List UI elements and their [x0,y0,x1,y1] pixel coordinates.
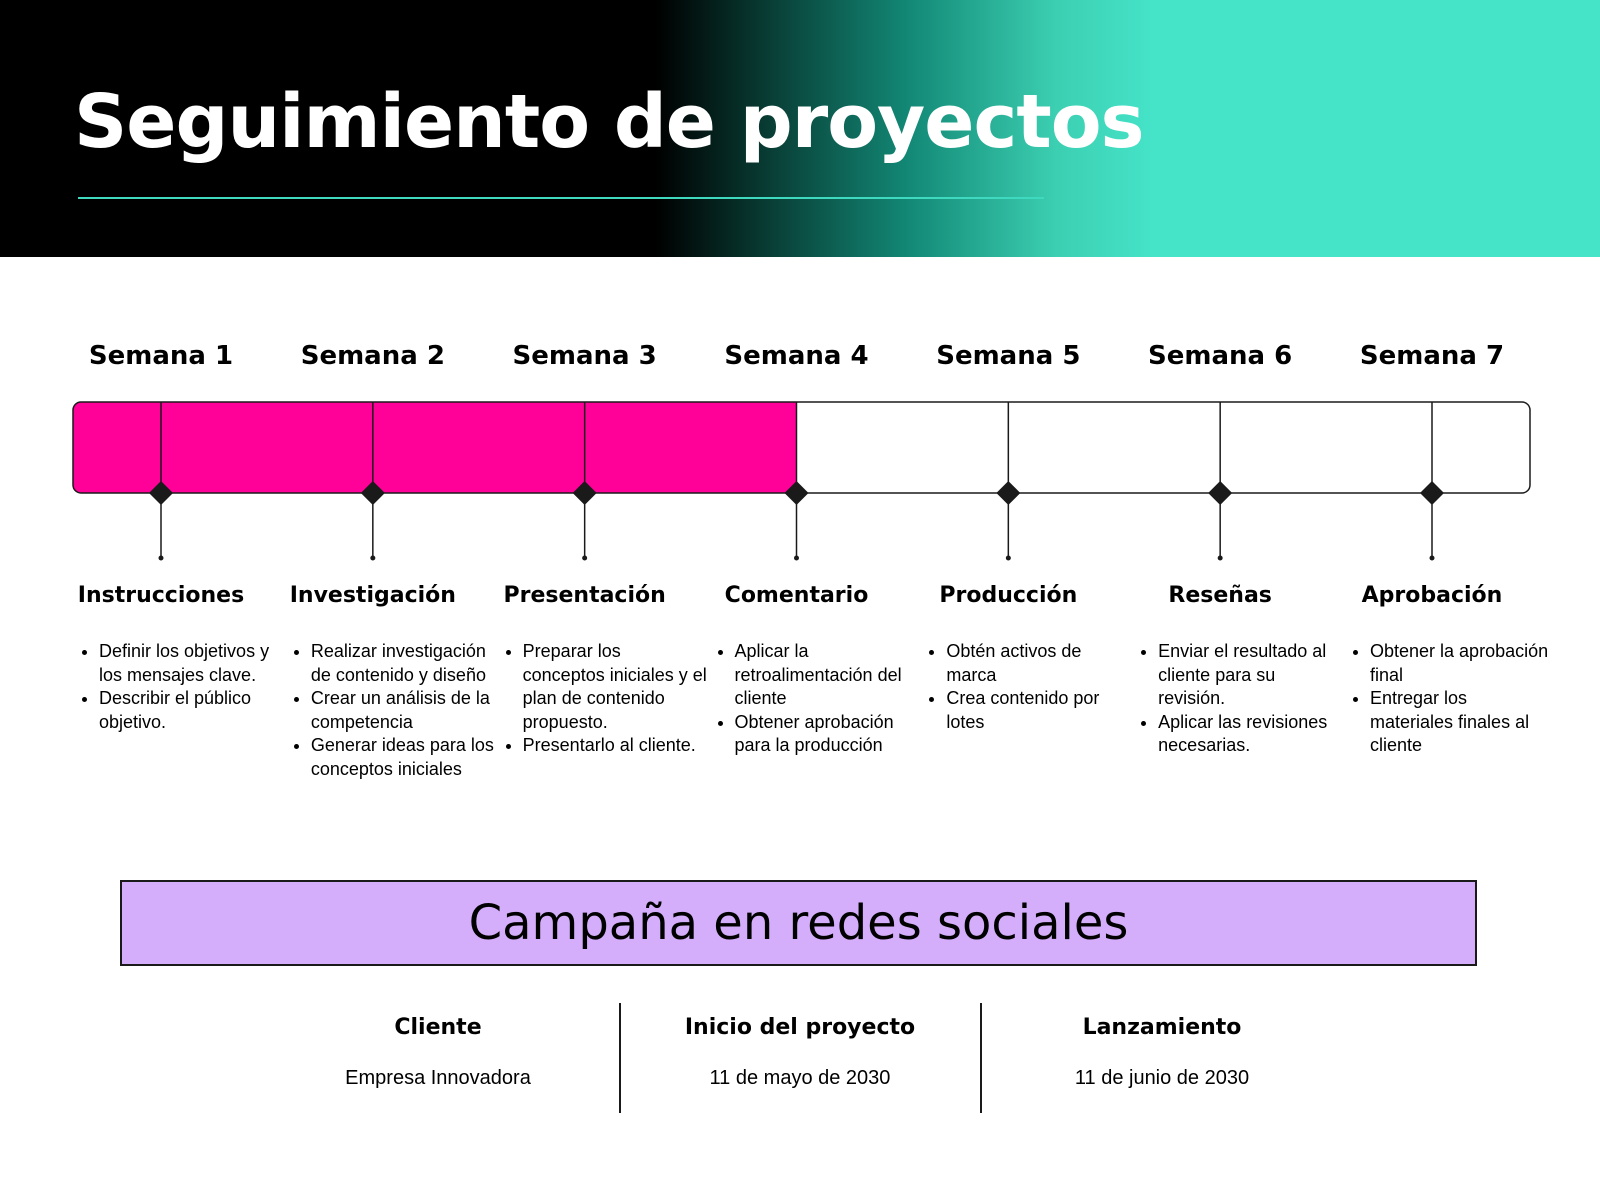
milestone-diamond [360,481,385,505]
phase-title: Instrucciones [77,583,245,608]
milestone-stem-end [582,555,588,561]
phase-title: Investigación [289,583,456,608]
info-project-start-value: 11 de mayo de 2030 [709,1067,891,1089]
phase-task-item: Describir el público objetivo. [99,687,284,734]
phase-title: Aprobación [1361,583,1503,608]
phase-task-item: Enviar el resultado al cliente para su r… [1158,640,1343,711]
page-title: Seguimiento de proyectos [74,79,1145,165]
milestone-stem-end [370,555,376,561]
phase-title: Presentación [503,583,666,608]
milestone-stem-end [1429,555,1435,561]
info-launch: Lanzamiento 11 de junio de 2030 [992,1010,1332,1092]
info-client: Cliente Empresa Innovadora [268,1010,608,1092]
milestone-stem-end [1217,555,1223,561]
campaign-banner: Campaña en redes sociales [120,880,1477,966]
phase-task-list: Definir los objetivos y los mensajes cla… [77,640,284,734]
week-label: Semana 6 [1148,341,1293,371]
phase-task-item: Obtén activos de marca [946,640,1131,687]
milestone-diamond [572,481,597,505]
phase-task-item: Crea contenido por lotes [946,687,1131,734]
phase-task-item: Crear un análisis de la competencia [311,687,496,734]
phase-task-list: Aplicar la retroalimentación del cliente… [713,640,920,758]
phase-task-list: Obtener la aprobación finalEntregar los … [1348,640,1555,758]
timeline-track [72,401,1531,561]
phase-task-item: Realizar investigación de contenido y di… [311,640,496,687]
phase-task-item: Entregar los materiales finales al clien… [1370,687,1555,758]
info-divider [619,1003,621,1113]
phase-task-item: Generar ideas para los conceptos inicial… [311,734,496,781]
milestone-stem-end [1005,555,1011,561]
week-label: Semana 4 [724,341,869,371]
phase-title: Reseñas [1168,583,1272,608]
header-banner: Seguimiento de proyectos [0,0,1600,257]
week-label: Semana 2 [300,341,445,371]
phase-task-item: Preparar los conceptos iniciales y el pl… [523,640,708,734]
milestone-diamond [996,481,1021,505]
milestone-diamond [1420,481,1444,505]
info-launch-label: Lanzamiento [1082,1015,1242,1040]
timeline-progress-fill [73,402,797,493]
phase-title: Comentario [724,583,869,608]
info-project-start: Inicio del proyecto 11 de mayo de 2030 [630,1010,970,1092]
phase-task-item: Aplicar la retroalimentación del cliente [735,640,920,711]
info-launch-value: 11 de junio de 2030 [1074,1067,1250,1089]
info-project-start-label: Inicio del proyecto [684,1015,916,1040]
phase-task-item: Presentarlo al cliente. [523,734,708,758]
phase-task-list: Realizar investigación de contenido y di… [289,640,496,781]
phase-task-list: Enviar el resultado al cliente para su r… [1136,640,1343,758]
phase-title: Producción [939,583,1078,608]
phase-task-list: Preparar los conceptos iniciales y el pl… [501,640,708,758]
info-divider [980,1003,982,1113]
info-client-value: Empresa Innovadora [345,1067,531,1089]
week-label: Semana 5 [936,341,1081,371]
milestone-diamond [1208,481,1233,505]
phase-task-item: Definir los objetivos y los mensajes cla… [99,640,284,687]
milestone-diamond [784,481,809,505]
milestone-stem-end [158,555,164,561]
phase-task-item: Obtener la aprobación final [1370,640,1555,687]
week-label: Semana 7 [1359,341,1505,371]
milestone-stem-end [794,555,799,561]
phase-task-item: Obtener aprobación para la producción [735,711,920,758]
phase-task-item: Aplicar las revisiones necesarias. [1158,711,1343,758]
title-underline [78,197,1044,199]
info-client-label: Cliente [394,1015,482,1040]
phase-task-list: Obtén activos de marcaCrea contenido por… [924,640,1131,734]
week-label: Semana 1 [88,341,234,371]
milestone-diamond [149,481,173,505]
week-label: Semana 3 [512,341,657,371]
